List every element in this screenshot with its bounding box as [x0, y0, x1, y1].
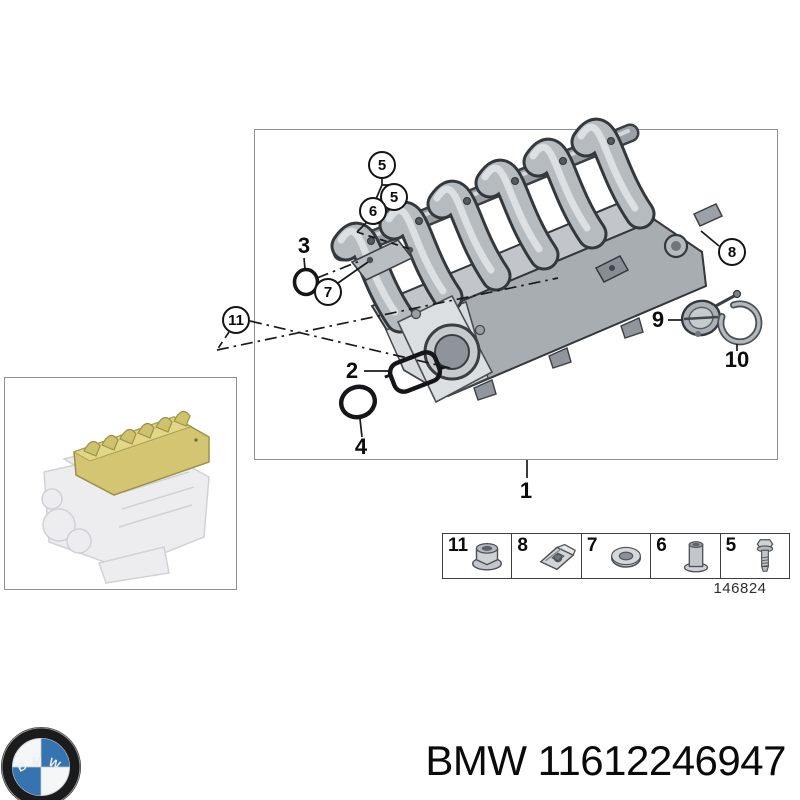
drawing-number: 146824: [713, 580, 767, 597]
part-number-title: BMW 11612246947: [425, 737, 786, 784]
clip-nut-icon: [539, 543, 576, 571]
flange-nut-icon: [472, 542, 503, 571]
engine-location-inset: [41, 410, 210, 584]
legend-cell-5: 5: [721, 534, 789, 578]
callout-4: 4: [354, 434, 368, 459]
roundel-quadrant-blue-tr: [41, 738, 70, 767]
legend-cell-11: 11: [443, 534, 513, 578]
legend-label: 11: [448, 535, 469, 556]
callout-9: 9: [651, 307, 665, 332]
legend-label: 5: [725, 535, 737, 556]
callout-7: 7: [314, 278, 342, 306]
callout-2: 2: [345, 358, 359, 383]
highlighted-intake-manifold: [72, 410, 210, 496]
legend-label: 6: [656, 535, 667, 556]
spacer-sleeve-icon: [683, 541, 708, 573]
callout-3: 3: [297, 233, 311, 258]
legend-cell-6: 6: [651, 534, 721, 578]
callout-11: 11: [222, 306, 250, 334]
roundel-quadrant-blue-bl: [12, 767, 41, 796]
legend-cell-7: 7: [582, 534, 652, 578]
legend-cell-8: 8: [512, 534, 582, 578]
legend-label: 8: [517, 535, 528, 556]
callout-5a: 5: [368, 151, 396, 179]
hex-bolt-icon: [756, 539, 774, 572]
hardware-legend: 11 8 7: [442, 533, 790, 579]
callout-6: 6: [359, 197, 387, 225]
callout-8: 8: [718, 238, 746, 266]
callout-10: 10: [724, 347, 750, 372]
legend-label: 7: [586, 535, 598, 556]
seal-ring-icon: [611, 546, 642, 568]
callout-1: 1: [519, 478, 533, 503]
bmw-logo: BMW: [1, 727, 81, 800]
